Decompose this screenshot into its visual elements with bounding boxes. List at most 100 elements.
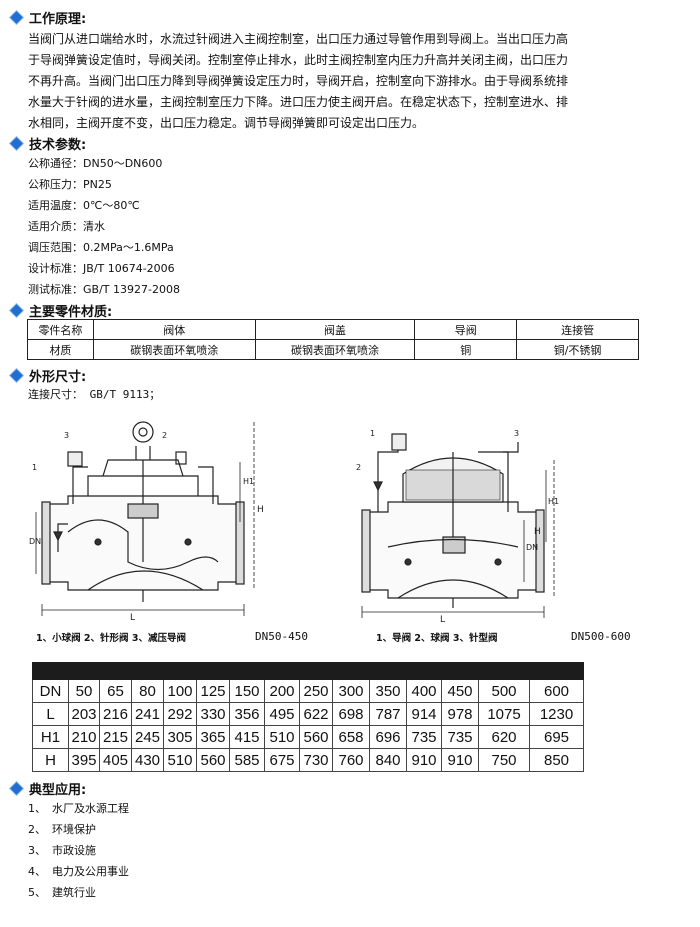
label-L: L <box>130 613 135 622</box>
table-cell: 125 <box>196 679 230 703</box>
table-cell: 620 <box>478 725 530 749</box>
table-cell: 500 <box>478 679 530 703</box>
table-header-cell: 阀盖 <box>254 319 416 340</box>
table-cell: 658 <box>332 725 370 749</box>
list-text: 电力及公用事业 <box>52 865 129 878</box>
label-n1: 1 <box>370 429 375 438</box>
section-title: 主要零件材质: <box>29 305 113 320</box>
table-cell: 914 <box>406 702 442 726</box>
principle-line: 水量大于针阀的进水量，主阀控制室压力下降。进口压力使主阀开启。在稳定状态下，控制… <box>28 95 569 109</box>
table-cell: 50 <box>68 679 100 703</box>
table-cell: 696 <box>369 725 407 749</box>
label-H: H <box>257 505 264 515</box>
table-cell: 735 <box>406 725 442 749</box>
table-cell: 215 <box>99 725 132 749</box>
table-cell: 978 <box>441 702 479 726</box>
table-cell: 100 <box>163 679 197 703</box>
table-cell: 910 <box>406 748 442 772</box>
table-cell: 350 <box>369 679 407 703</box>
list-item: 2、环境保护 <box>28 819 129 840</box>
table-cell: 698 <box>332 702 370 726</box>
table-cell: 787 <box>369 702 407 726</box>
table-cell: 695 <box>529 725 584 749</box>
table-header-cell: 零件名称 <box>27 319 94 340</box>
label-n2: 2 <box>162 431 167 440</box>
list-text: 建筑行业 <box>52 886 96 899</box>
section-heading-tech: 技术参数: <box>10 134 86 153</box>
table-row: 材质 碳钢表面环氧喷涂 碳钢表面环氧喷涂 铜 铜/不锈钢 <box>27 339 639 360</box>
spec-item: 适用温度：0℃～80℃ <box>28 199 140 212</box>
spec-item: 测试标准：GB/T 13927-2008 <box>28 283 180 296</box>
table-cell: 415 <box>229 725 265 749</box>
table-header-bar <box>32 662 584 680</box>
row-label: H1 <box>32 725 69 749</box>
row-label: L <box>32 702 69 726</box>
table-cell: 600 <box>529 679 584 703</box>
table-cell: 495 <box>264 702 300 726</box>
section-title: 技术参数: <box>29 138 87 153</box>
table-cell: 750 <box>478 748 530 772</box>
spec-list: 公称通径：DN50～DN600 公称压力：PN25 适用温度：0℃～80℃ 适用… <box>28 153 180 300</box>
table-cell: 850 <box>529 748 584 772</box>
list-item: 3、市政设施 <box>28 840 129 861</box>
materials-table: 零件名称 阀体 阀盖 导阀 连接管 材质 碳钢表面环氧喷涂 碳钢表面环氧喷涂 铜… <box>27 319 639 360</box>
list-text: 水厂及水源工程 <box>52 802 129 815</box>
label-n2: 2 <box>356 463 361 472</box>
table-cell: 735 <box>441 725 479 749</box>
list-number: 5、 <box>28 886 46 899</box>
table-cell: 400 <box>406 679 442 703</box>
list-text: 市政设施 <box>52 844 96 857</box>
diamond-bullet-icon <box>10 782 23 795</box>
table-cell: 910 <box>441 748 479 772</box>
table-cell: 510 <box>264 725 300 749</box>
drawing-caption-left: 1、小球阀 2、针形阀 3、减压导阀 <box>36 633 186 644</box>
section-heading-materials: 主要零件材质: <box>10 301 112 320</box>
table-header-cell: 导阀 <box>414 319 518 340</box>
list-number: 3、 <box>28 844 46 857</box>
label-H: H <box>534 527 541 537</box>
table-cell: 65 <box>99 679 132 703</box>
table-cell: 365 <box>196 725 230 749</box>
spec-item: 调压范围：0.2MPa～1.6MPa <box>28 241 174 254</box>
table-cell: 356 <box>229 702 265 726</box>
table-cell: 245 <box>131 725 164 749</box>
table-cell: 292 <box>163 702 197 726</box>
valve-drawing-left: L H H1 DN 1 3 2 <box>29 421 264 622</box>
connection-standard: 连接尺寸： GB/T 9113； <box>28 388 161 401</box>
applications-list: 1、水厂及水源工程 2、环境保护 3、市政设施 4、电力及公用事业 5、建筑行业 <box>28 798 129 903</box>
section-heading-applications: 典型应用: <box>10 779 86 798</box>
table-cell: 150 <box>229 679 265 703</box>
label-DN: DN <box>29 537 41 546</box>
table-row: 零件名称 阀体 阀盖 导阀 连接管 <box>27 319 639 340</box>
table-cell: 碳钢表面环氧喷涂 <box>254 339 416 360</box>
table-cell: 200 <box>264 679 300 703</box>
list-text: 环境保护 <box>52 823 96 836</box>
drawing-range-right: DN500-600 <box>571 630 631 643</box>
table-cell: 405 <box>99 748 132 772</box>
table-cell: 1075 <box>478 702 530 726</box>
diamond-bullet-icon <box>10 11 23 24</box>
table-cell: 395 <box>68 748 100 772</box>
spec-item: 公称通径：DN50～DN600 <box>28 157 163 170</box>
diamond-bullet-icon <box>10 304 23 317</box>
label-DN: DN <box>526 543 538 552</box>
table-header-fill <box>32 662 584 680</box>
table-cell: 330 <box>196 702 230 726</box>
label-H1: H1 <box>243 477 254 486</box>
section-title: 外形尺寸: <box>29 370 87 385</box>
table-cell: 300 <box>332 679 370 703</box>
row-label: H <box>32 748 69 772</box>
table-cell: 450 <box>441 679 479 703</box>
table-cell: 560 <box>196 748 230 772</box>
table-cell: 碳钢表面环氧喷涂 <box>92 339 256 360</box>
principle-line: 水相同，主阀开度不变，出口压力稳定。调节导阀弹簧即可设定出口压力。 <box>28 116 425 130</box>
principle-paragraph: 当阀门从进口端给水时，水流过针阀进入主阀控制室，出口压力通过导管作用到导阀上。当… <box>28 29 640 134</box>
section-title: 典型应用: <box>29 783 87 798</box>
label-L: L <box>440 615 445 622</box>
table-cell: 560 <box>299 725 333 749</box>
